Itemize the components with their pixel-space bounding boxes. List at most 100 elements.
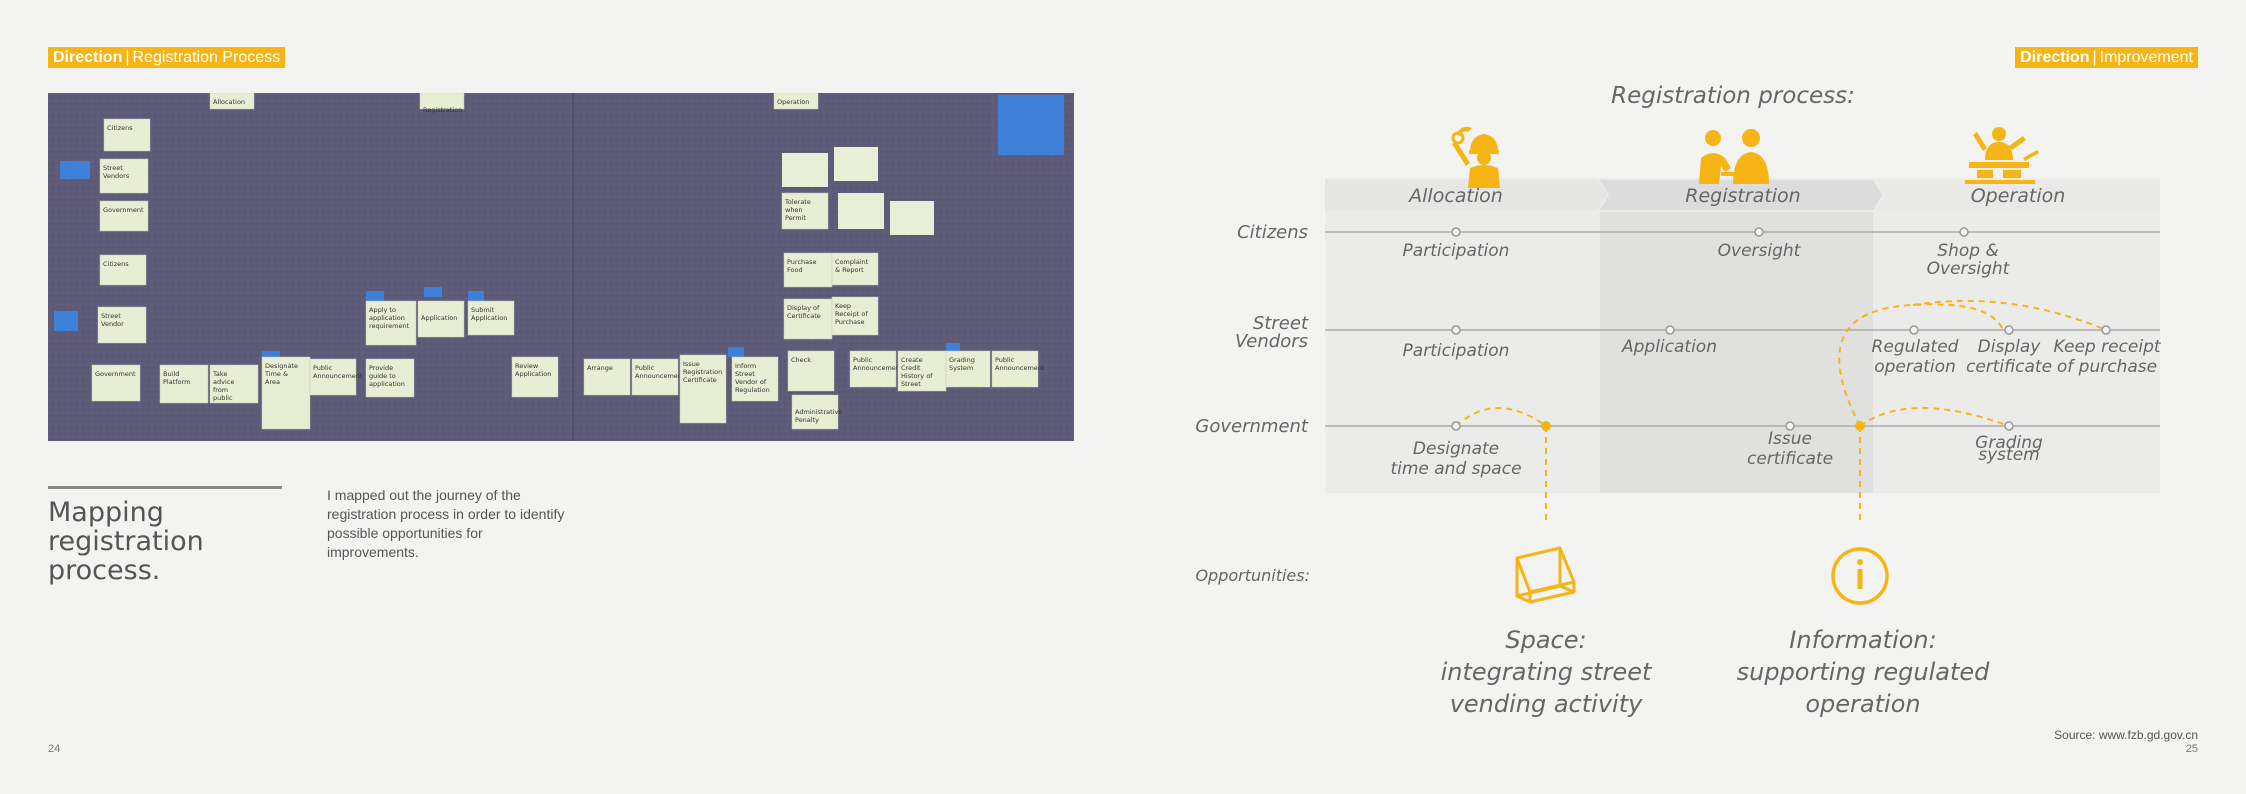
- sticky-note: Complaint& Report: [831, 252, 879, 286]
- heading-line-3: process.: [48, 555, 161, 586]
- step-vendors-receipt-line-2: of purchase: [2057, 357, 2157, 377]
- step-gov-issue-line-1: Issue: [1768, 429, 1812, 449]
- step-gov-designate-line-2: time and space: [1390, 459, 1521, 479]
- sticky-note-blank: [890, 201, 934, 235]
- blue-sticky-note: [728, 347, 744, 357]
- step-citizens-participation: Participation: [1403, 241, 1510, 261]
- sticky-note-blank: [838, 193, 884, 229]
- registration-process-diagram: Registration process: Allocation Registr…: [1195, 83, 2161, 718]
- step-citizens-shop-line-2: Oversight: [1927, 259, 2011, 279]
- source-citation: Source: www.fzb.gd.gov.cn: [2054, 728, 2198, 742]
- blue-sticky-note: [262, 351, 280, 361]
- step-vendors-display-line-1: Display: [1978, 337, 2042, 357]
- blue-sticky-note: [998, 95, 1064, 155]
- step-nodes: [1451, 227, 2111, 431]
- blue-sticky-note: [946, 343, 960, 353]
- blue-sticky-note: [424, 287, 442, 297]
- sticky-note-text: Citizens: [103, 260, 129, 268]
- step-gov-issue-line-2: certificate: [1747, 449, 1833, 469]
- sticky-note-blank: [834, 147, 878, 181]
- opportunity-information-line-2: operation: [1805, 690, 1920, 718]
- registration-band: [1600, 212, 1873, 493]
- sticky-note: Citizens: [99, 254, 147, 286]
- opportunity-information-line-1: supporting regulated: [1737, 658, 1991, 686]
- sticky-note: Application: [417, 300, 465, 338]
- sticky-note: Government: [91, 364, 141, 402]
- tag-right-bold: Direction: [2020, 49, 2090, 66]
- sticky-note: Allocation: [209, 93, 255, 110]
- sticky-note-text: Check: [791, 356, 811, 364]
- step-gov-designate-line-1: Designate: [1413, 439, 1499, 459]
- info-icon: [1831, 547, 1889, 605]
- heading-line-1: Mapping: [48, 497, 164, 528]
- sticky-note-text: Registration: [423, 106, 462, 114]
- sticky-note-blank: [782, 153, 828, 187]
- row-label-street-vendors-line-2: Vendors: [1235, 331, 1308, 352]
- row-label-citizens: Citizens: [1237, 222, 1308, 243]
- stage-label-registration: Registration: [1685, 185, 1800, 207]
- sticky-notes-photo: AllocationRegistrationOperationCitizensS…: [48, 93, 1074, 441]
- opportunity-space-title: Space:: [1505, 626, 1586, 654]
- heading-rule: [48, 486, 282, 489]
- connector-dot-information: [1855, 421, 1865, 431]
- step-gov-grading-line-2: system: [1978, 445, 2039, 465]
- sticky-note-text: Arrange: [587, 364, 613, 372]
- row-label-government: Government: [1195, 416, 1309, 437]
- step-vendors-participation: Participation: [1403, 341, 1510, 361]
- people-meeting-icon: [1699, 129, 1769, 184]
- blue-sticky-note: [468, 291, 484, 301]
- step-vendors-regulated-line-1: Regulated: [1872, 337, 1959, 357]
- vendor-cooking-icon: [1965, 127, 2039, 184]
- stage-banner-registration: [1600, 180, 1882, 210]
- blue-sticky-note: [54, 311, 78, 331]
- connector-dot-space: [1541, 421, 1551, 431]
- heading-line-2: registration: [48, 526, 204, 557]
- opportunity-connectors: [1455, 299, 2107, 524]
- tag-left-rest: Registration Process: [132, 49, 281, 66]
- sticky-note: Operation: [773, 93, 819, 110]
- sticky-note: Citizens: [103, 118, 151, 152]
- tag-left-separator: |: [125, 49, 130, 66]
- row-label-street-vendors-line-1: Street: [1253, 313, 1309, 334]
- stage-label-operation: Operation: [1971, 185, 2066, 207]
- section-tag-right: Direction|Improvement: [2015, 47, 2198, 68]
- tag-left-bold: Direction: [53, 49, 123, 66]
- sticky-note-text: Allocation: [213, 98, 245, 106]
- opportunity-space-line-2: vending activity: [1450, 690, 1643, 718]
- stage-banner-operation: [1876, 180, 2160, 210]
- sticky-note-text: Government: [103, 206, 144, 214]
- tag-right-rest: Improvement: [2099, 49, 2193, 66]
- worker-icon: [1451, 126, 1500, 188]
- sticky-note-text: Operation: [777, 98, 809, 106]
